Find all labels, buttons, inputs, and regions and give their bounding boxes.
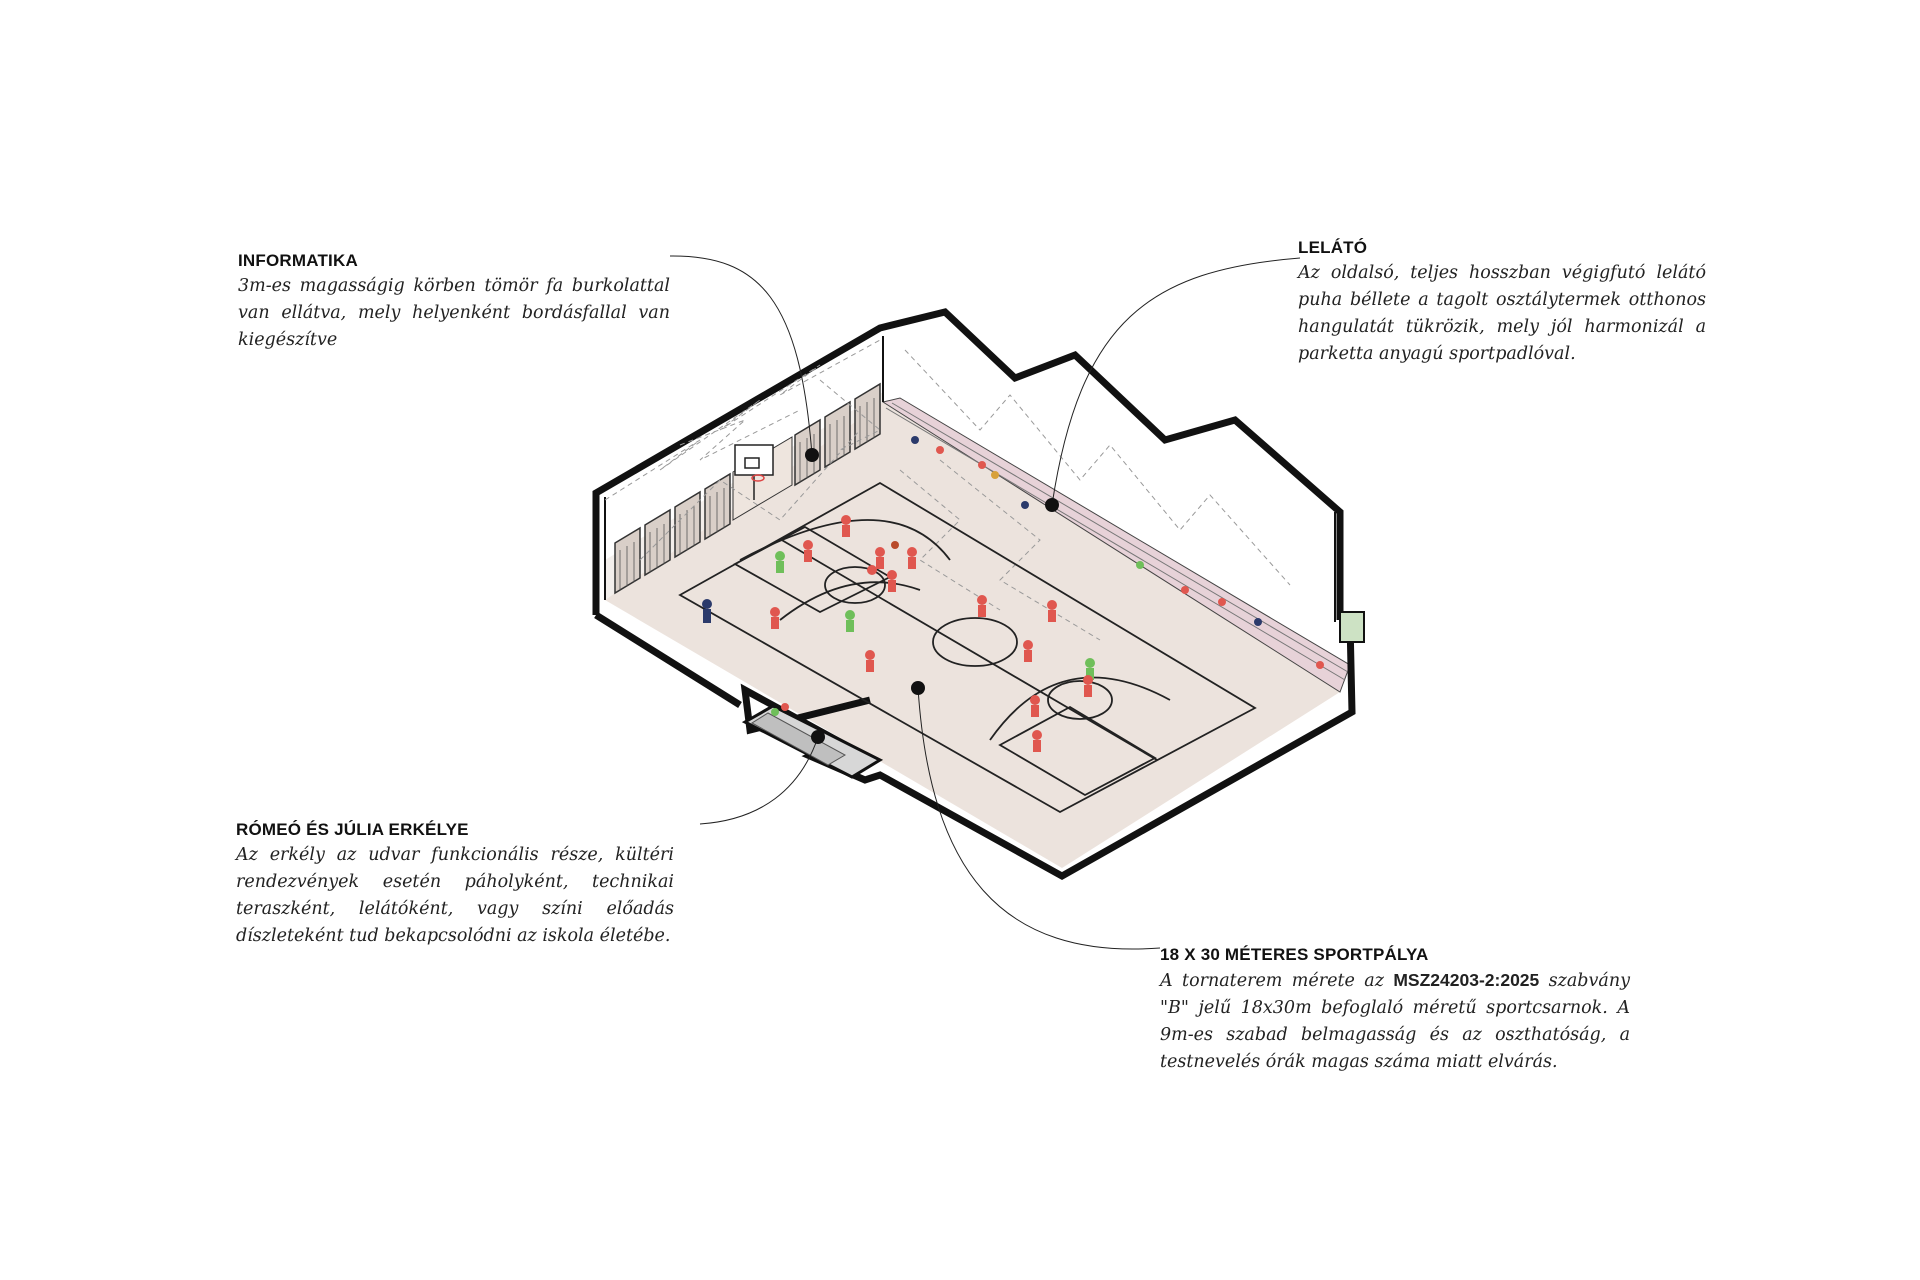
annotation-title: RÓMEÓ ÉS JÚLIA ERKÉLYE (236, 820, 469, 839)
leader-dot-icon (805, 448, 1059, 744)
gym-floor (605, 402, 1340, 868)
annotation-title: 18 X 30 MÉTERES SPORTPÁLYA (1160, 945, 1429, 964)
annotation-informatika: INFORMATIKA 3m-es magasságig körben tömö… (238, 251, 670, 354)
annotation-title: LELÁTÓ (1298, 238, 1368, 257)
annotation-romeo-julia: RÓMEÓ ÉS JÚLIA ERKÉLYE Az erkély az udva… (236, 820, 674, 950)
greenery (1339, 611, 1365, 643)
annotation-sportpalya: 18 X 30 MÉTERES SPORTPÁLYA A tornaterem … (1160, 945, 1630, 1076)
leader-lines (669, 255, 1301, 950)
basketball-hoop-icon (734, 444, 774, 500)
balcony (741, 703, 884, 779)
annotation-text-after: szabvány "B" jelű 18x30m befoglaló méret… (1160, 971, 1630, 1072)
court-lines (678, 481, 1257, 814)
players (702, 436, 1324, 752)
standard-code: MSZ24203-2:2025 (1393, 970, 1540, 990)
annotation-title: INFORMATIKA (238, 251, 358, 270)
annotation-text-before: A tornaterem mérete az (1160, 971, 1394, 991)
annotation-lelato: LELÁTÓ Az oldalsó, teljes hosszban végig… (1298, 238, 1706, 368)
annotation-text: Az oldalsó, teljes hosszban végigfutó le… (1298, 263, 1706, 364)
annotation-text: A tornaterem mérete az MSZ24203-2:2025 s… (1160, 967, 1630, 1076)
annotation-text: 3m-es magasságig körben tömör fa burkola… (238, 276, 670, 350)
annotation-text: Az erkély az udvar funkcionális része, k… (236, 845, 674, 946)
